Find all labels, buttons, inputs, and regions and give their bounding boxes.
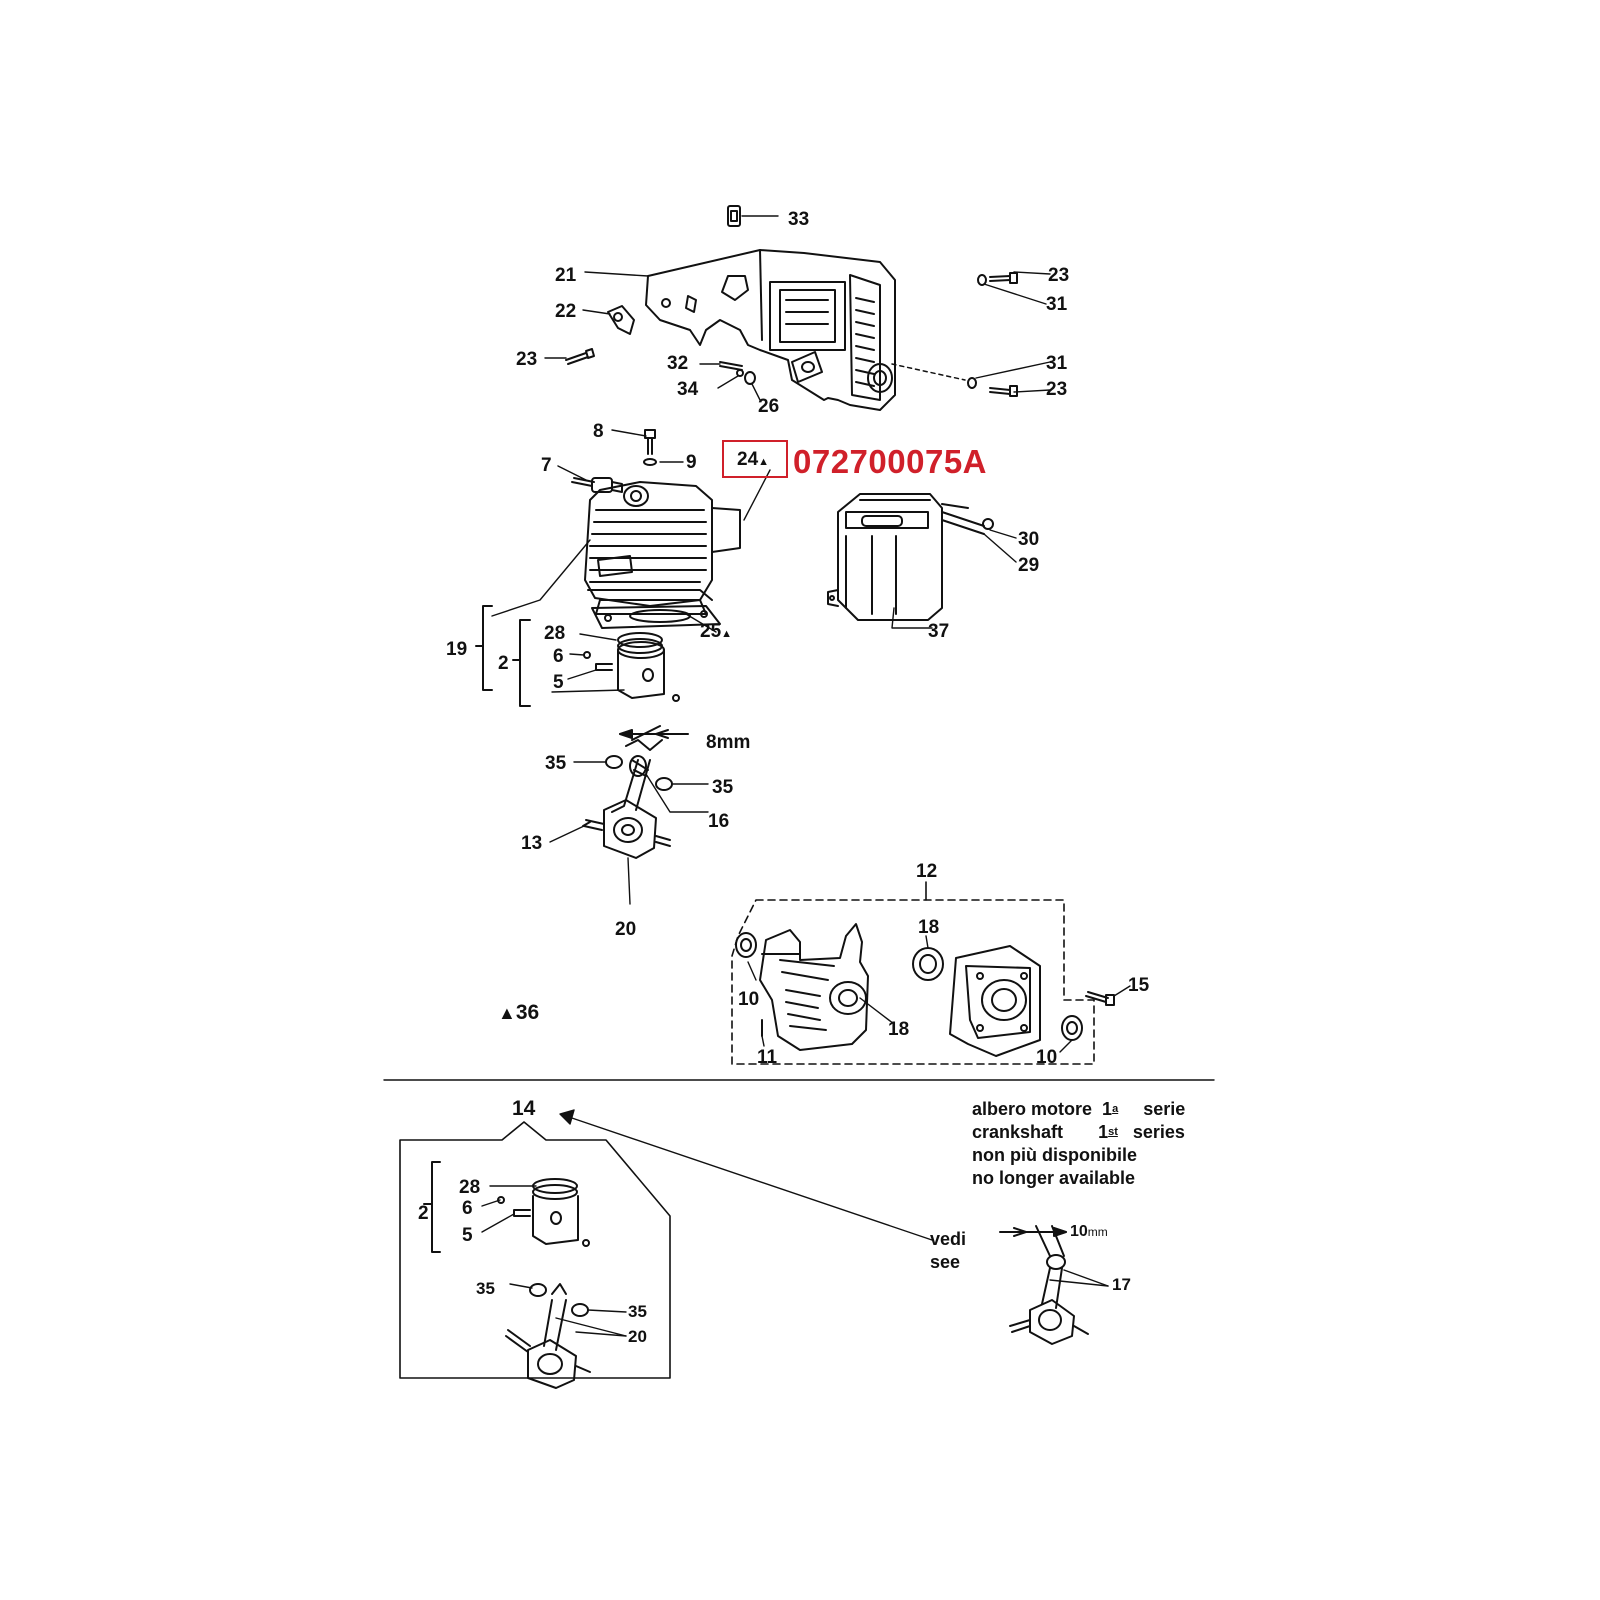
label-18: 18	[918, 917, 940, 938]
part-8-bolt	[644, 429, 656, 455]
label-21: 21	[555, 265, 577, 286]
part-23-screw-bottom-right	[967, 377, 1018, 397]
part-7-spark-plug	[571, 477, 623, 493]
label-20: 20	[615, 919, 637, 940]
label-28: 28	[459, 1177, 481, 1198]
crankshaft-1st-series-note: albero motore 1a serie crankshaft 1st se…	[972, 1099, 1186, 1188]
dimension-8mm	[619, 725, 689, 741]
label-5: 5	[553, 672, 564, 693]
label-11: 11	[757, 1047, 778, 1068]
label-35: 35	[476, 1279, 495, 1298]
label-32: 32	[667, 353, 689, 374]
label-35: 35	[545, 753, 567, 774]
label-31: 31	[1046, 353, 1068, 374]
part-32-screw	[719, 361, 743, 371]
group-14-frame	[399, 1121, 671, 1379]
piston-upper	[617, 641, 665, 699]
label-31: 31	[1046, 294, 1068, 315]
label-20: 20	[628, 1327, 647, 1346]
label-36: ▲36	[498, 1001, 540, 1024]
label-28: 28	[544, 623, 566, 644]
label-13: 13	[521, 833, 543, 854]
label-23: 23	[1046, 379, 1068, 400]
cylinder-assembly	[584, 481, 741, 615]
label-29: 29	[1018, 555, 1040, 576]
part-35-washer-left	[605, 755, 623, 769]
label-26: 26	[758, 396, 780, 417]
part-20-crankshaft	[583, 739, 671, 859]
see-note: vedi see	[930, 1229, 967, 1272]
label-22: 22	[555, 301, 577, 322]
part-33-clip	[727, 205, 741, 227]
label-9: 9	[686, 452, 697, 473]
part-37-muffler	[827, 493, 943, 621]
label-6: 6	[553, 646, 564, 667]
dashed-leader	[891, 363, 966, 381]
label-10: 10	[1036, 1047, 1058, 1068]
label-17: 17	[1112, 1275, 1131, 1294]
part-29-bolts	[941, 503, 985, 535]
bracket-2	[512, 619, 531, 707]
part-16-bearing	[629, 755, 649, 777]
label-7: 7	[541, 455, 552, 476]
part-6-circlip	[583, 651, 591, 659]
label-6: 6	[462, 1198, 473, 1219]
label-10mm: 10mm	[1070, 1223, 1108, 1240]
part-34-washer	[736, 369, 744, 377]
part-35-washer-lower-left	[529, 1283, 547, 1297]
part-5-pin	[595, 663, 613, 671]
part-10-seal-right	[1061, 1015, 1083, 1041]
label-10: 10	[738, 989, 760, 1010]
label-8mm: 8mm	[706, 732, 751, 753]
part-15-screw	[1085, 991, 1115, 1006]
part-18-bearing	[912, 947, 944, 981]
part-30-nut	[982, 518, 994, 530]
label-14: 14	[512, 1097, 536, 1120]
label-35: 35	[712, 777, 734, 798]
part-5-pin-lower	[513, 1209, 531, 1217]
part-number: 072700075A	[793, 443, 988, 480]
label-30: 30	[1018, 529, 1040, 550]
label-19: 19	[446, 639, 468, 660]
part-20-crankshaft-lower	[505, 1283, 591, 1389]
part-10-seal-left	[735, 932, 757, 958]
label-8: 8	[593, 421, 604, 442]
label-18: 18	[888, 1019, 910, 1040]
label-2: 2	[418, 1203, 429, 1224]
part-17-crankshaft-1st-series	[1009, 1225, 1089, 1345]
part-35-washer-lower-right	[571, 1303, 589, 1317]
label-24: 24▲	[737, 449, 770, 470]
label-35: 35	[628, 1302, 647, 1321]
dimension-10mm	[999, 1227, 1067, 1237]
label-23: 23	[1048, 265, 1070, 286]
part-23-screw-left	[565, 348, 595, 365]
part-23-screw-top-right	[977, 272, 1018, 286]
part-22-bracket	[607, 305, 635, 335]
crankcase-right-half	[949, 945, 1041, 1057]
cover-grille-slots	[785, 297, 875, 387]
label-25: 25▲	[700, 621, 733, 642]
label-15: 15	[1128, 975, 1150, 996]
bracket-2-lower	[423, 1161, 441, 1253]
label-2: 2	[498, 653, 509, 674]
label-34: 34	[677, 379, 699, 400]
label-23: 23	[516, 349, 538, 370]
leader-lines	[481, 215, 1131, 1337]
label-16: 16	[708, 811, 730, 832]
label-37: 37	[928, 621, 950, 642]
label-33: 33	[788, 209, 810, 230]
part-35-washer-right	[655, 777, 673, 791]
label-5: 5	[462, 1225, 473, 1246]
piston-lower	[532, 1178, 579, 1245]
part-26-washer	[744, 371, 756, 385]
crankcase-left-half	[759, 923, 869, 1051]
label-12: 12	[916, 861, 938, 882]
part-21-cylinder-cover	[645, 249, 896, 411]
highlight-box-24	[722, 440, 788, 478]
bracket-19	[475, 605, 493, 691]
part-9-washer	[643, 458, 657, 466]
